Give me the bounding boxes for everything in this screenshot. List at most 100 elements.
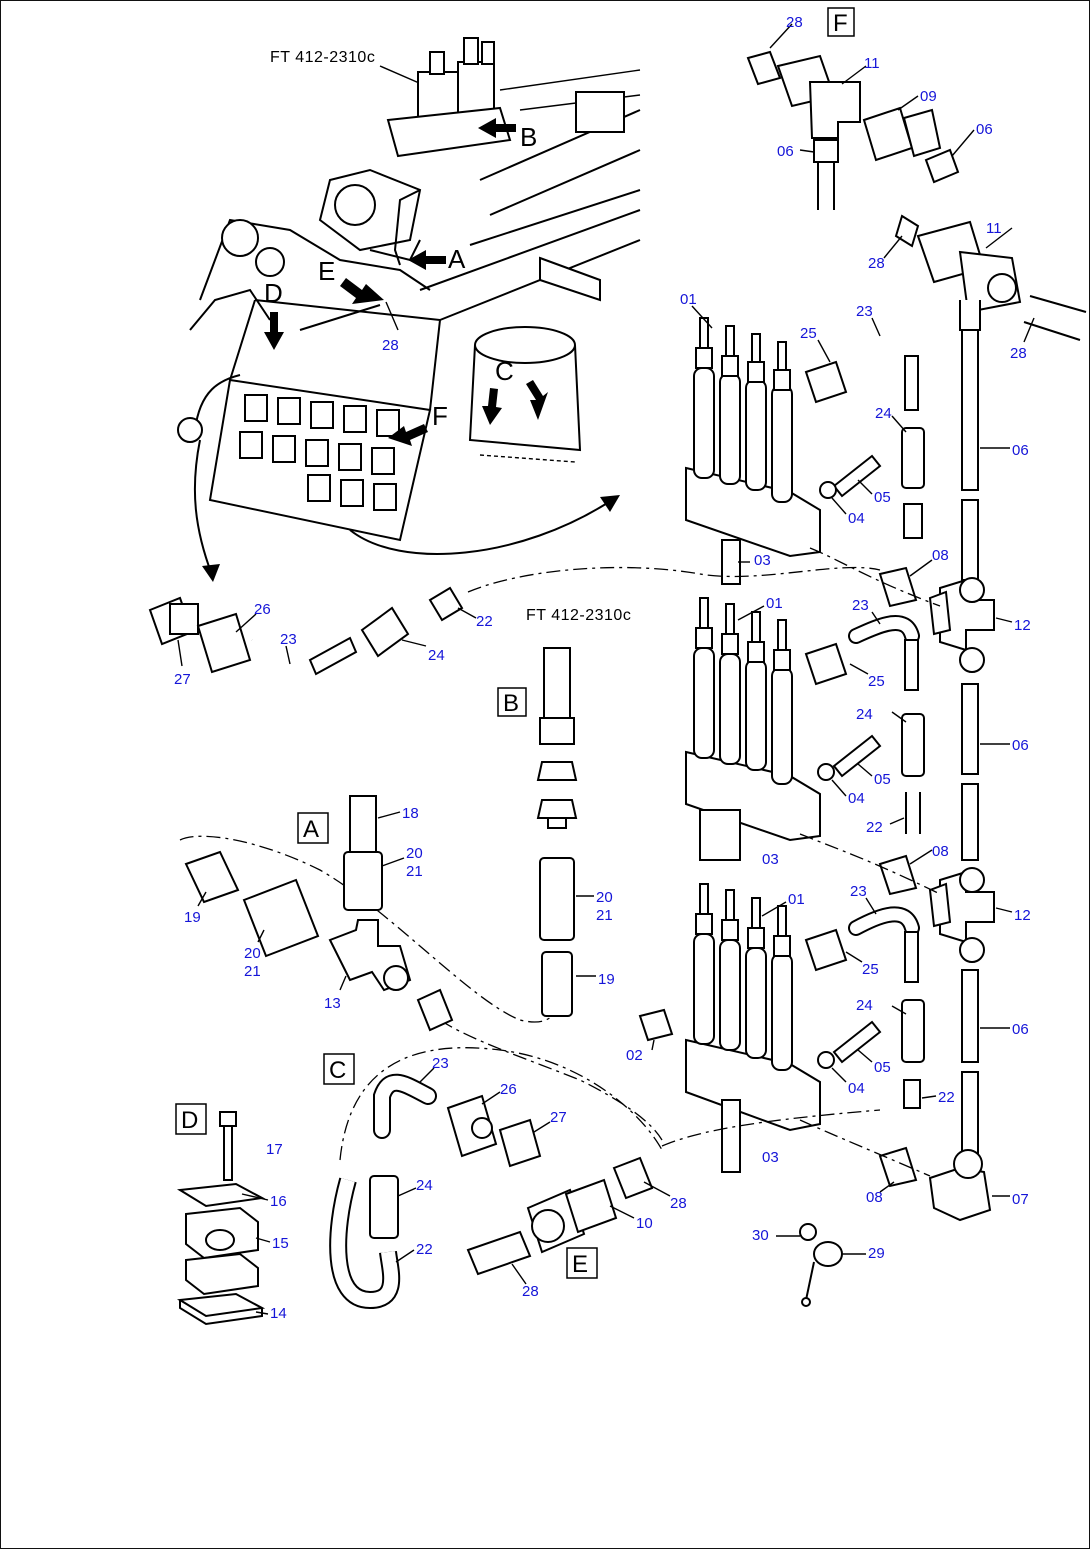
callout-c20-a: 20 [406, 845, 423, 862]
main-feed-line: 11 28 28 06 12 06 12 06 07 [868, 214, 1087, 1222]
callout-c04-3: 04 [848, 1080, 865, 1097]
callout-c01-1: 01 [680, 291, 697, 308]
callout-c19-b: 19 [598, 971, 615, 988]
callout-c06-b: 06 [777, 143, 794, 160]
callout-c23-2: 23 [852, 597, 869, 614]
callout-c23-c: 23 [432, 1055, 449, 1072]
callout-c03-2: 03 [762, 851, 779, 868]
callout-c21-a2: 21 [244, 963, 261, 980]
callout-c06-right-1: 06 [1012, 442, 1029, 459]
callout-c07: 07 [1012, 1191, 1029, 1208]
callout-c10-e: 10 [636, 1215, 653, 1232]
view-arrow-d: D [264, 278, 284, 350]
callout-c12-1: 12 [1014, 617, 1031, 634]
callout-c05-1: 05 [874, 489, 891, 506]
callout-c28-right-a: 28 [868, 255, 885, 272]
callout-c30: 30 [752, 1227, 769, 1244]
view-arrow-label-d: D [264, 278, 283, 308]
callout-c27-c: 27 [550, 1109, 567, 1126]
routing-lines [179, 547, 941, 1177]
callout-c23-l: 23 [280, 631, 297, 648]
view-arrow-label-f: F [432, 401, 448, 431]
callout-c14-d: 14 [270, 1305, 287, 1322]
callout-c20-a2: 20 [244, 945, 261, 962]
callout-c21-a: 21 [406, 863, 423, 880]
callout-c02: 02 [626, 1047, 643, 1064]
callout-c26-c: 26 [500, 1081, 517, 1098]
view-arrow-label-e: E [318, 256, 335, 286]
callout-c24-3: 24 [856, 997, 873, 1014]
view-d-detail: D 17 16 15 14 [175, 1103, 289, 1326]
callout-c21-b: 21 [596, 907, 613, 924]
view-arrow-a: A [408, 244, 466, 274]
callout-c06-right-3: 06 [1012, 1021, 1029, 1038]
view-a-detail: A 18 20 21 19 20 21 13 [184, 795, 454, 1032]
callout-c18-a: 18 [402, 805, 419, 822]
callout-c20-b: 20 [596, 889, 613, 906]
view-label-b: B [503, 690, 519, 717]
callout-c03-3: 03 [762, 1149, 779, 1166]
callout-c04-2: 04 [848, 790, 865, 807]
callout-c28-e1: 28 [670, 1195, 687, 1212]
callout-28-overview: 28 [382, 337, 399, 354]
view-f-detail: F 28 11 09 06 06 [746, 7, 993, 210]
callout-c01-2: 01 [766, 595, 783, 612]
view-arrow-label-a: A [448, 244, 466, 274]
callout-c11-right: 11 [986, 220, 1002, 237]
distributor-block-3: 01 25 23 24 05 04 22 03 08 02 [626, 883, 955, 1206]
callout-c08-3: 08 [866, 1189, 883, 1206]
callout-c22-l: 22 [476, 613, 493, 630]
view-arrow-e: E [318, 256, 384, 304]
callout-c19-a: 19 [184, 909, 201, 926]
callout-c29: 29 [868, 1245, 885, 1262]
callout-c13-a: 13 [324, 995, 341, 1012]
callout-c16-d: 16 [270, 1193, 287, 1210]
view-label-e: E [572, 1251, 588, 1278]
callout-c17-d: 17 [266, 1141, 283, 1158]
callout-c24-2: 24 [856, 706, 873, 723]
callout-c06-a: 06 [976, 121, 993, 138]
callout-c23-1: 23 [856, 303, 873, 320]
view-c-detail: C 23 26 27 24 22 [323, 1053, 567, 1310]
callout-c05-2: 05 [874, 771, 891, 788]
view-label-c: C [329, 1057, 346, 1084]
callout-c03-1: 03 [754, 552, 771, 569]
hose-clip-detail: 30 29 [752, 1223, 885, 1307]
reference-code-view-b: FT 412-2310c [526, 607, 631, 624]
view-label-a: A [303, 816, 319, 843]
callout-c28-right-b: 28 [1010, 345, 1027, 362]
callout-c04-1: 04 [848, 510, 865, 527]
callout-c24-1: 24 [875, 405, 892, 422]
view-e-detail: E 28 10 28 [466, 1156, 687, 1300]
distributor-block-1: 01 25 23 24 05 04 03 08 [680, 291, 949, 608]
callout-c26-l: 26 [254, 601, 271, 618]
callout-c08-2: 08 [932, 843, 949, 860]
view-label-f: F [833, 10, 848, 37]
machine-overview: FT 412-2310c [177, 37, 641, 582]
callout-c12-2: 12 [1014, 907, 1031, 924]
view-arrow-b: B [478, 118, 537, 152]
view-arrow-c: C [482, 356, 548, 425]
view-arrow-label-c: C [495, 356, 514, 386]
callout-c05-3: 05 [874, 1059, 891, 1076]
callout-c09: 09 [920, 88, 937, 105]
view-arrow-f: F [388, 401, 448, 446]
callout-c27-l: 27 [174, 671, 191, 688]
callout-c23-3: 23 [850, 883, 867, 900]
callout-c22-c: 22 [416, 1241, 433, 1258]
callout-c28-e2: 28 [522, 1283, 539, 1300]
callout-c01-3: 01 [788, 891, 805, 908]
callout-c11-top: 11 [864, 55, 880, 72]
reference-code-top: FT 412-2310c [270, 49, 375, 66]
grease-block-cells [239, 394, 400, 511]
left-hose-assembly: 26 23 22 24 27 [148, 586, 493, 694]
callout-c15-d: 15 [272, 1235, 289, 1252]
callout-c06-right-2: 06 [1012, 737, 1029, 754]
view-b-detail: FT 412-2310c B 20 21 19 [497, 607, 631, 1017]
callout-c25-2: 25 [868, 673, 885, 690]
callout-c25-1: 25 [800, 325, 817, 342]
distributor-block-2: 01 25 23 24 05 04 22 03 08 [685, 595, 949, 896]
view-arrow-label-b: B [520, 122, 537, 152]
callout-c22-2: 22 [866, 819, 883, 836]
